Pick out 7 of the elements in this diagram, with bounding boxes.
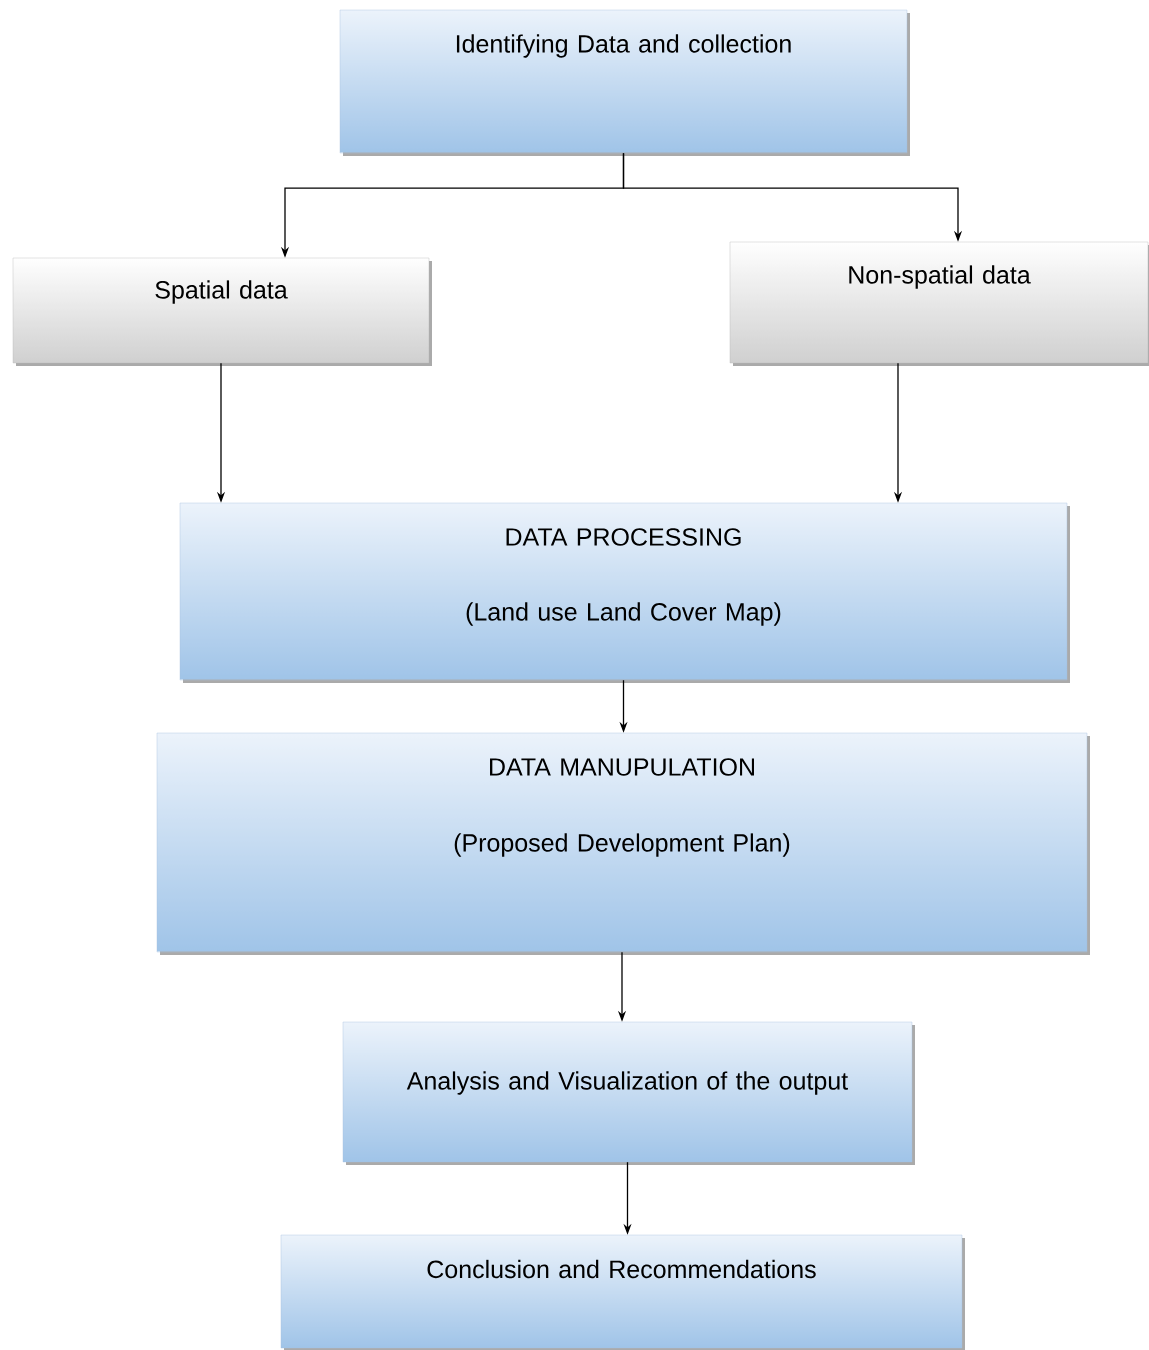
process-box: Conclusion and Recommendations: [280, 1234, 965, 1350]
process-box: Spatial data: [12, 257, 432, 366]
process-box: DATA PROCESSING (Land use Land Cover Map): [179, 502, 1070, 683]
process-box: Non-spatial data: [729, 241, 1149, 366]
process-box: Identifying Data and collection: [339, 9, 910, 156]
process-box: DATA MANUPULATION (Proposed Development Plan): [156, 732, 1090, 955]
process-box: Analysis and Visualization of the output: [342, 1021, 915, 1165]
